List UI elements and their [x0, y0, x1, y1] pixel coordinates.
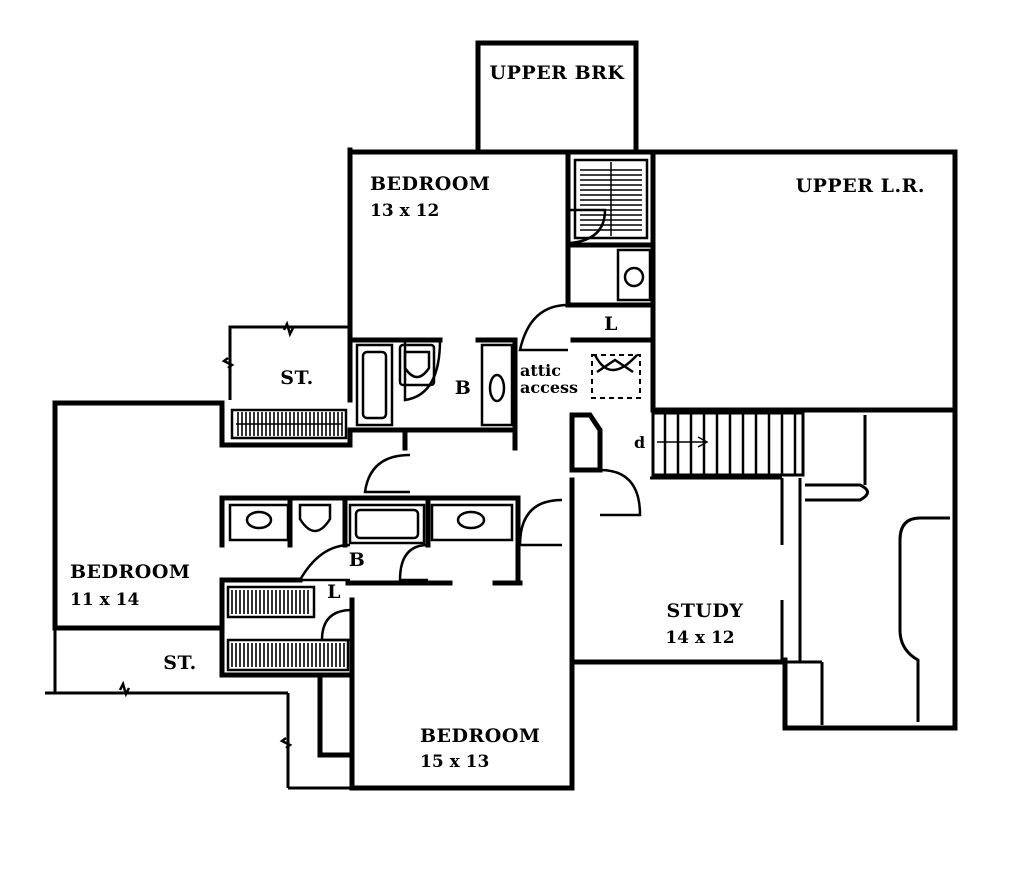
room-label-storage-top: ST.	[280, 367, 314, 389]
room-label-bath-mid: B	[349, 549, 366, 571]
door-mark-label: d	[634, 433, 645, 452]
closet-hatching	[226, 158, 649, 672]
room-label-linen-top: L	[604, 313, 618, 335]
room-label-study: STUDY	[667, 600, 744, 622]
attic-access-line2: access	[520, 378, 578, 397]
attic-access-line1: attic	[520, 361, 561, 380]
break-marks	[118, 320, 295, 749]
room-label-bedroom-top: BEDROOM	[370, 173, 490, 195]
room-label-linen-mid: L	[327, 581, 341, 603]
room-size-bedroom-bottom: 15 x 13	[420, 752, 489, 772]
room-label-upper-lr: UPPER L.R.	[796, 175, 925, 197]
doors	[297, 208, 642, 642]
room-size-bedroom-left: 11 x 14	[70, 590, 139, 610]
room-size-study: 14 x 12	[665, 628, 734, 648]
room-label-storage-bottom: ST.	[163, 652, 197, 674]
room-label-bedroom-left: BEDROOM	[70, 561, 190, 583]
room-label-bedroom-bottom: BEDROOM	[420, 725, 540, 747]
bath-fixtures	[228, 248, 652, 545]
stair	[651, 411, 805, 477]
room-size-bedroom-top: 13 x 12	[370, 201, 439, 221]
window-marks	[54, 42, 920, 789]
room-label-bath-top: B	[455, 377, 472, 399]
room-label-upper-brk: UPPER BRK	[490, 62, 626, 84]
walls	[45, 40, 958, 791]
